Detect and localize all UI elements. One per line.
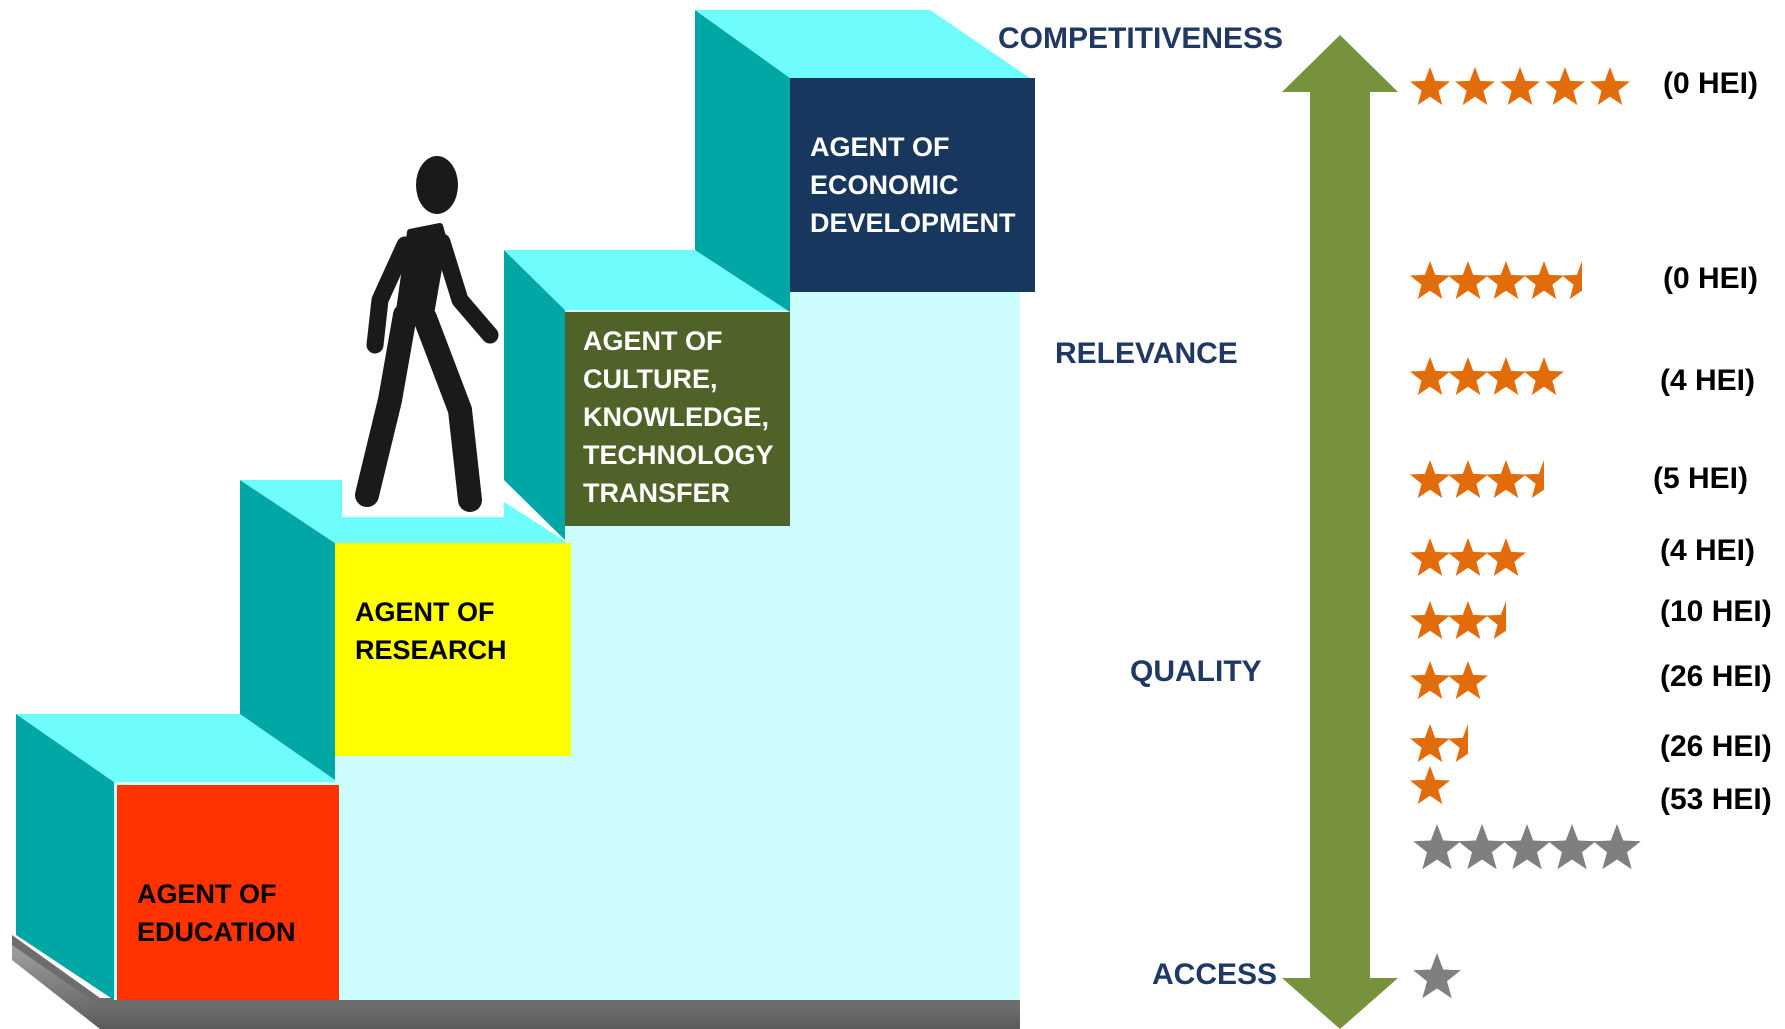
culture-line-5: TRANSFER	[583, 478, 730, 508]
star-icon	[1448, 661, 1488, 699]
culture-line-3: KNOWLEDGE,	[583, 402, 769, 432]
grey-star-icon	[1458, 824, 1506, 870]
hei-count-3-5-stars: (5 HEI)	[1653, 462, 1749, 495]
agent-of-culture-box: AGENT OF CULTURE, KNOWLEDGE, TECHNOLOGY …	[565, 312, 790, 526]
agent-of-economic-development-box: AGENT OF ECONOMIC DEVELOPMENT	[790, 78, 1035, 292]
half-star-icon	[1448, 724, 1468, 762]
level-label-relevance: RELEVANCE	[1055, 337, 1238, 370]
star-icon	[1448, 460, 1488, 498]
star-icon	[1448, 601, 1488, 639]
star-icon	[1590, 67, 1630, 105]
star-icon	[1524, 261, 1564, 299]
education-line-2: EDUCATION	[137, 917, 296, 947]
staircase-base-shadow	[12, 940, 1020, 1029]
star-icon	[1486, 261, 1526, 299]
hei-count-4-stars: (4 HEI)	[1660, 364, 1756, 397]
economic-line-2: ECONOMIC	[810, 170, 959, 200]
star-icon	[1410, 460, 1450, 498]
star-icon	[1486, 357, 1526, 395]
star-icon	[1410, 601, 1450, 639]
grey-star-icon	[1548, 824, 1596, 870]
culture-line-2: CULTURE,	[583, 364, 718, 394]
level-label-competitiveness: COMPETITIVENESS	[998, 22, 1284, 55]
education-line-1: AGENT OF	[137, 879, 277, 909]
level-label-access: ACCESS	[1152, 958, 1278, 991]
research-line-1: AGENT OF	[355, 597, 495, 627]
culture-line-1: AGENT OF	[583, 326, 723, 356]
star-icon	[1448, 357, 1488, 395]
star-ratings	[1410, 67, 1641, 999]
star-icon	[1410, 357, 1450, 395]
star-icon	[1410, 724, 1450, 762]
hei-count-5-stars: (0 HEI)	[1663, 67, 1759, 100]
hei-count-3-stars: (4 HEI)	[1660, 534, 1756, 567]
star-icon	[1410, 261, 1450, 299]
star-icon	[1455, 67, 1495, 105]
economic-line-3: DEVELOPMENT	[810, 208, 1016, 238]
star-icon	[1524, 357, 1564, 395]
star-icon	[1410, 538, 1450, 576]
step-4-top	[695, 10, 1030, 78]
agent-of-research-box: AGENT OF RESEARCH	[335, 543, 571, 756]
star-icon	[1486, 538, 1526, 576]
research-line-2: RESEARCH	[355, 635, 507, 665]
star-icon	[1545, 67, 1585, 105]
grey-star-icon	[1413, 953, 1461, 999]
hei-count-1-5-stars: (26 HEI)	[1660, 730, 1772, 763]
step-3-top	[504, 250, 790, 312]
grey-star-icon	[1503, 824, 1551, 870]
step-1-side	[16, 714, 114, 1000]
level-label-quality: QUALITY	[1130, 655, 1262, 688]
walking-person-icon	[355, 156, 499, 512]
step-4-side	[695, 10, 790, 312]
step-3-side	[504, 250, 568, 543]
star-icon	[1410, 766, 1450, 804]
agent-of-education-box: AGENT OF EDUCATION	[117, 785, 339, 1000]
half-star-icon	[1562, 261, 1582, 299]
star-icon	[1410, 661, 1450, 699]
star-icon	[1500, 67, 1540, 105]
economic-line-1: AGENT OF	[810, 132, 950, 162]
hei-count-2-5-stars: (10 HEI)	[1660, 595, 1772, 628]
step-2-side	[240, 480, 338, 782]
star-icon	[1486, 460, 1526, 498]
half-star-icon	[1524, 460, 1544, 498]
half-star-icon	[1486, 601, 1506, 639]
culture-line-4: TECHNOLOGY	[583, 440, 774, 470]
grey-star-icon	[1593, 824, 1641, 870]
step-1-top	[16, 714, 338, 782]
star-icon	[1410, 67, 1450, 105]
star-icon	[1448, 538, 1488, 576]
star-icon	[1448, 261, 1488, 299]
grey-star-icon	[1413, 824, 1461, 870]
hei-count-2-stars: (26 HEI)	[1660, 660, 1772, 693]
double-headed-arrow-icon	[1282, 35, 1398, 1029]
hei-count-4-5-stars: (0 HEI)	[1663, 262, 1759, 295]
hei-count-1-star: (53 HEI)	[1660, 783, 1772, 816]
